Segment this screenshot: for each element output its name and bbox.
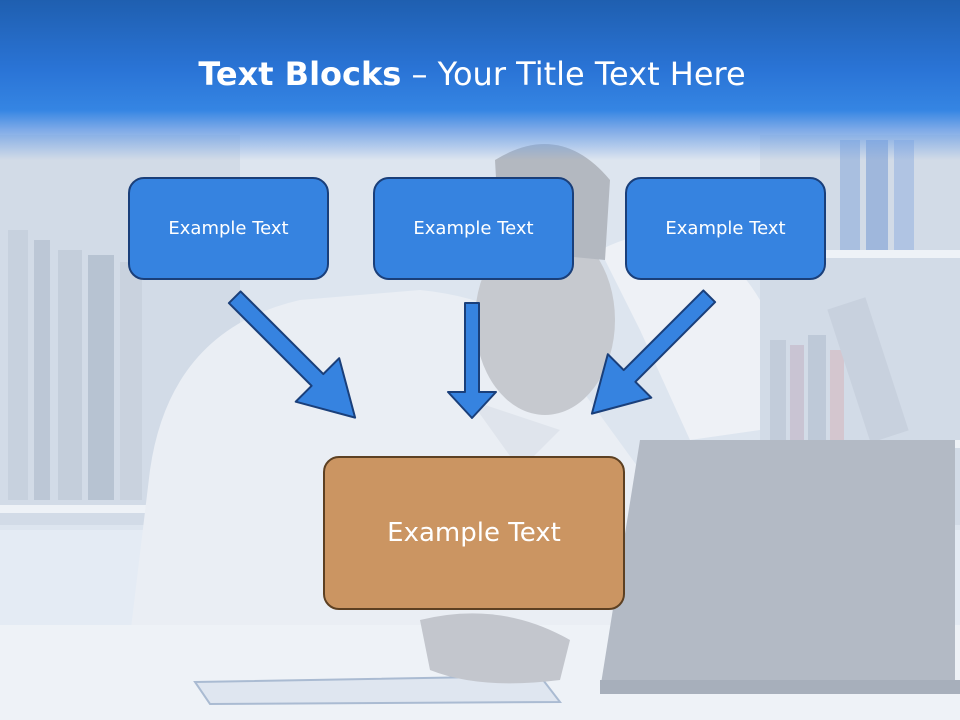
slide-title: Text Blocks – Your Title Text Here [0, 52, 944, 96]
text-block-center[interactable]: Example Text [373, 177, 574, 280]
text-block-left[interactable]: Example Text [128, 177, 329, 280]
slide-title-bold: Text Blocks [198, 55, 402, 93]
text-block-left-label: Example Text [168, 218, 289, 239]
arrow-right-down-left [590, 289, 717, 415]
slide-title-rest: Your Title Text Here [437, 55, 746, 93]
text-block-right[interactable]: Example Text [625, 177, 826, 280]
text-block-center-label: Example Text [413, 218, 534, 239]
slide-title-dash: – [401, 55, 438, 93]
text-block-result[interactable]: Example Text [323, 456, 625, 610]
arrow-left-down-right [227, 290, 357, 419]
title-band [0, 0, 960, 160]
text-block-result-label: Example Text [387, 518, 561, 548]
arrow-center-down [447, 302, 497, 419]
text-block-right-label: Example Text [665, 218, 786, 239]
